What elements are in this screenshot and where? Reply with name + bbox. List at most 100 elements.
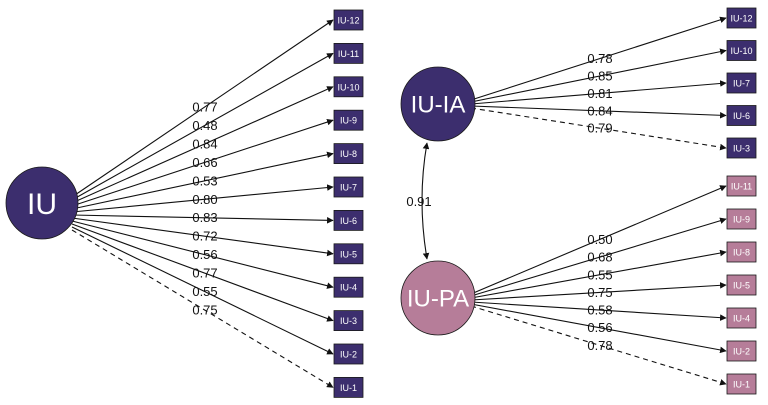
indicator-box-shape [726,72,757,94]
indicator-label: IU-8 [733,248,750,258]
indicator-box-shape [726,40,757,61]
loading-label: 0.85 [587,69,612,84]
loading-label: 0.81 [587,86,612,101]
loading-label: 0.79 [587,121,612,136]
indicator-box-shape [726,7,757,29]
indicator-box-iu-12: IU-12 [333,9,364,31]
indicator-box-shape [333,276,364,298]
loading-label: 0.55 [192,284,217,299]
indicator-label: IU-9 [733,215,750,225]
indicator-label: IU-3 [340,316,357,326]
indicator-label: IU-2 [340,350,357,360]
loading-label: 0.66 [192,155,217,170]
loading-path-iu-3 [71,223,334,322]
loading-path-iu-ia-iu-10 [470,48,727,103]
factor-iu-ia: IU-IA [400,66,476,142]
loading-label: 0.55 [587,267,612,282]
indicator-label: IU-12 [730,14,752,24]
indicator-label: IU-10 [730,46,752,56]
indicator-label: IU-11 [338,49,359,59]
indicator-box-iu-6: IU-6 [333,209,364,231]
loading-label: 0.83 [192,210,217,225]
indicator-box-iu-8: IU-8 [333,143,364,165]
loading-label: 0.72 [192,229,217,244]
loading-label: 0.75 [587,285,612,300]
indicator-box-shape [333,109,364,131]
indicator-label: IU-3 [733,144,750,154]
indicator-box-shape [726,274,757,296]
indicator-label: IU-4 [340,283,357,293]
factor-correlation-arrow [421,142,430,260]
indicator-box-shape [333,76,364,98]
indicator-box-shape [726,175,757,197]
loading-path-iu-ia-iu-6 [470,105,727,119]
loading-label: 0.78 [587,51,612,66]
loading-path-iu-12 [71,19,334,198]
loading-path-iu-5 [71,217,334,257]
factor-iu-pa: IU-PA [400,260,476,336]
indicator-label: IU-8 [340,149,357,159]
loading-path-iu-pa-iu-8 [470,249,727,299]
loading-label: 0.77 [192,266,217,281]
loading-label: 0.84 [192,137,217,152]
loading-path-iu-pa-iu-11 [470,185,727,295]
loading-label: 0.58 [587,303,612,318]
indicator-box-iu-5: IU-5 [726,274,757,296]
indicator-box-shape [333,143,364,165]
indicator-label: IU-1 [340,383,357,393]
indicator-box-iu-1: IU-1 [726,373,757,395]
indicator-label: IU-9 [340,116,357,126]
indicator-box-iu-1: IU-1 [333,376,364,398]
indicator-label: IU-11 [731,182,752,192]
loading-label: 0.75 [192,302,217,317]
loading-label: 0.78 [587,338,612,353]
indicator-box-iu-11: IU-11 [726,175,757,197]
indicator-box-iu-8: IU-8 [726,241,757,263]
correlation-label: 0.91 [406,194,431,209]
indicator-label: IU-7 [733,79,750,89]
loading-path-iu-8 [71,151,334,210]
indicator-box-shape [726,373,757,395]
loading-path-iu-ia-iu-7 [470,80,727,105]
indicator-box-shape [333,310,364,332]
loading-path-iu-ia-iu-3 [470,107,727,151]
indicator-box-shape [333,9,364,31]
indicator-box-shape [726,137,757,159]
indicator-box-iu-4: IU-4 [333,276,364,298]
factor-circle [5,166,79,240]
loading-path-iu-pa-iu-5 [470,282,727,301]
indicator-box-iu-7: IU-7 [726,72,757,94]
loading-label: 0.56 [587,320,612,335]
indicator-box-iu-6: IU-6 [726,105,757,126]
loading-path-iu-9 [71,118,334,207]
indicator-label: IU-5 [340,249,357,259]
factor-circle [400,66,476,142]
indicator-box-iu-4: IU-4 [726,307,757,329]
loading-path-iu-11 [71,52,334,201]
indicator-box-shape [333,343,364,365]
indicator-box-iu-3: IU-3 [726,137,757,159]
indicator-box-shape [333,376,364,398]
indicator-box-shape [726,307,757,329]
loading-label: 0.68 [587,250,612,265]
indicator-box-shape [726,105,757,126]
factor-circle [400,260,476,336]
indicator-label: IU-6 [340,216,357,226]
loading-label: 0.84 [587,103,612,118]
factor-label: IU [27,188,57,221]
loading-path-iu-pa-iu-9 [470,217,727,297]
indicator-box-iu-12: IU-12 [726,7,757,29]
indicator-box-shape [726,208,757,230]
loading-label: 0.48 [192,118,217,133]
indicator-box-iu-2: IU-2 [726,340,757,362]
indicator-box-shape [333,176,364,198]
loading-path-iu-pa-iu-4 [470,301,727,321]
indicator-box-iu-10: IU-10 [333,76,364,98]
indicator-box-shape [726,340,757,362]
indicator-label: IU-1 [733,380,750,390]
loading-path-iu-1 [71,229,334,388]
loading-label: 0.80 [192,192,217,207]
indicator-box-iu-5: IU-5 [333,243,364,265]
